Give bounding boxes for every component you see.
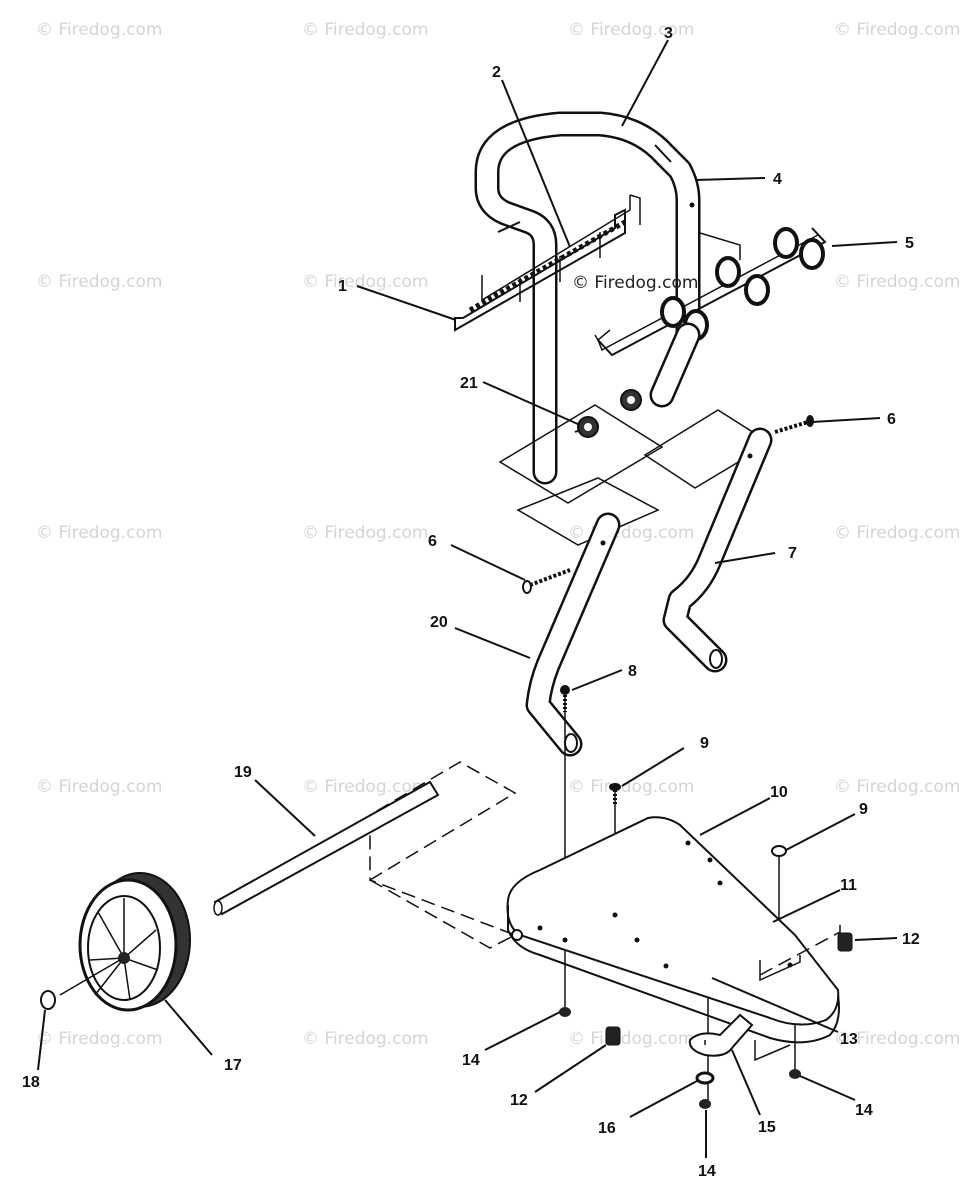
wheel: [40, 872, 191, 1012]
callout-14-bottom: 14: [698, 1163, 716, 1180]
watermark: © Firedog.com: [36, 523, 162, 543]
watermark: © Firedog.com: [302, 1029, 428, 1049]
callout-19: 19: [234, 764, 252, 781]
knobs: [574, 389, 642, 438]
watermark: © Firedog.com: [568, 1029, 694, 1049]
callout-9-left: 9: [700, 735, 709, 752]
callout-15: 15: [758, 1119, 776, 1136]
lower-tube-right: [662, 427, 773, 673]
watermark: © Firedog.com: [302, 20, 428, 40]
lower-tube-left: [525, 512, 621, 757]
watermark: © Firedog.com: [834, 777, 960, 797]
callout-6-lower: 6: [428, 533, 437, 550]
callout-2: 2: [492, 64, 501, 81]
callout-1: 1: [338, 278, 347, 295]
callout-12-bottom: 12: [510, 1092, 528, 1109]
watermark-grid: © Firedog.com © Firedog.com © Firedog.co…: [36, 20, 960, 1049]
leader-lines: [37, 39, 898, 1158]
callout-9-right: 9: [859, 801, 868, 818]
watermark: © Firedog.com: [568, 523, 694, 543]
watermark: © Firedog.com: [36, 272, 162, 292]
callout-14-left: 14: [462, 1052, 480, 1069]
callout-16: 16: [598, 1120, 616, 1137]
callout-4: 4: [773, 171, 782, 188]
callout-11: 11: [840, 877, 857, 894]
gun-holder-bracket: [594, 227, 827, 357]
watermark: © Firedog.com: [36, 20, 162, 40]
callout-8: 8: [628, 663, 637, 680]
callout-17: 17: [224, 1057, 242, 1074]
center-watermark: © Firedog.com: [572, 273, 698, 293]
watermark: © Firedog.com: [302, 272, 428, 292]
callout-3: 3: [664, 25, 673, 42]
hose-hook-bracket: [454, 194, 641, 332]
watermark: © Firedog.com: [568, 20, 694, 40]
watermark: © Firedog.com: [834, 20, 960, 40]
foot-bracket: [688, 1013, 754, 1057]
watermark: © Firedog.com: [302, 523, 428, 543]
watermark: © Firedog.com: [834, 272, 960, 292]
callout-13: 13: [840, 1031, 858, 1048]
handle-frame: [474, 111, 701, 485]
callout-7: 7: [788, 545, 797, 562]
base-plate: [506, 816, 840, 1044]
axle: [213, 780, 440, 916]
callout-21: 21: [460, 375, 478, 392]
rubber-feet-and-nuts: [559, 932, 853, 1109]
callout-20: 20: [430, 614, 448, 631]
watermark: © Firedog.com: [36, 777, 162, 797]
watermark: © Firedog.com: [834, 523, 960, 543]
callout-14-right: 14: [855, 1102, 873, 1119]
callout-6-upper: 6: [887, 411, 896, 428]
watermark: © Firedog.com: [36, 1029, 162, 1049]
callout-18: 18: [22, 1074, 40, 1091]
callout-10: 10: [770, 784, 788, 801]
watermark: © Firedog.com: [302, 777, 428, 797]
bracket-outline: [754, 922, 841, 1062]
watermark: © Firedog.com: [568, 777, 694, 797]
callout-5: 5: [905, 235, 914, 252]
watermark: © Firedog.com: [834, 1029, 960, 1049]
callout-12-right: 12: [902, 931, 920, 948]
callout-labels: 1 2 3 4 5 6 6 7 8 9 9 10 11 12 12 13 14 …: [22, 25, 920, 1180]
handle-right-lower: [649, 322, 701, 408]
screws: [522, 415, 814, 594]
